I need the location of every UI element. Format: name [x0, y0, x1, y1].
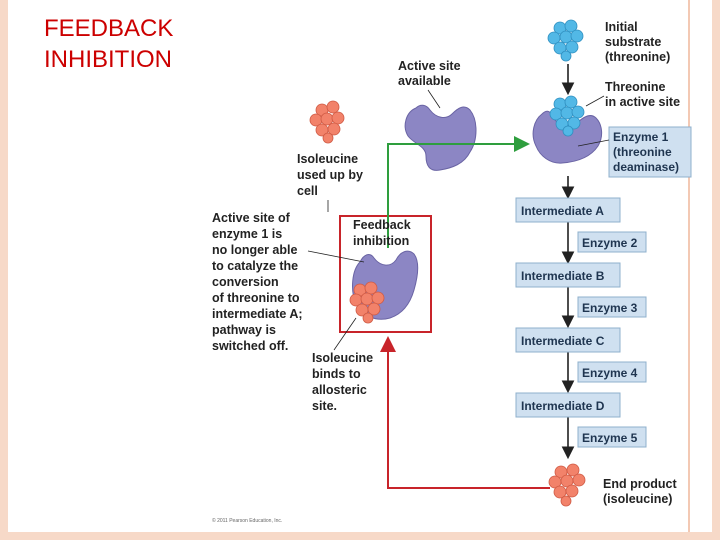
- isoleucine-binds-line-2: binds to: [312, 367, 361, 381]
- no-longer-line-9: switched off.: [212, 339, 288, 353]
- enzyme-5-label: Enzyme 5: [582, 431, 638, 445]
- enzyme-3-box: Enzyme 3: [577, 296, 647, 318]
- active-site-available-line-1: Active site: [398, 59, 461, 73]
- threonine-molecule: [547, 19, 584, 62]
- threonine-in-active-site-label: Threonine in active site: [605, 80, 680, 109]
- slide-border-right: [712, 0, 720, 540]
- slide-border-bottom: [0, 532, 720, 540]
- enzyme-4-box: Enzyme 4: [577, 361, 647, 383]
- isoleucine-used-line-2: used up by: [297, 168, 363, 182]
- slide-title: FEEDBACK INHIBITION: [44, 13, 173, 75]
- pointer-active-site: [427, 89, 441, 109]
- isoleucine-binds-label: Isoleucine binds to allosteric site.: [312, 351, 373, 413]
- initial-substrate-line-2: substrate: [605, 35, 661, 49]
- feedback-inhibition-label: Feedback inhibition: [353, 218, 411, 248]
- end-product-isoleucine-molecule: [548, 463, 586, 507]
- initial-substrate-line-1: Initial: [605, 20, 638, 34]
- intermediate-d-label: Intermediate D: [521, 399, 605, 413]
- feedback-inhibition-line-1: Feedback: [353, 218, 411, 232]
- title-line-2: INHIBITION: [44, 46, 173, 73]
- end-product-line-2: (isoleucine): [603, 492, 672, 506]
- active-site-available-line-2: available: [398, 74, 451, 88]
- pointer-enzyme-1: [577, 139, 610, 147]
- no-longer-line-7: intermediate A;: [212, 307, 303, 321]
- end-product-line-1: End product: [603, 477, 677, 491]
- threonine-in-active-site-molecule: [549, 95, 585, 137]
- intermediate-c-label: Intermediate C: [521, 334, 605, 348]
- title-line-1: FEEDBACK: [44, 15, 174, 42]
- active-site-available-label: Active site available: [398, 59, 461, 88]
- intermediate-a-label: Intermediate A: [521, 204, 604, 218]
- threonine-label-line-1: Threonine: [605, 80, 665, 94]
- intermediate-b-box: Intermediate B: [515, 262, 621, 288]
- slide-border-left: [0, 0, 8, 540]
- initial-substrate-label: Initial substrate (threonine): [605, 20, 670, 64]
- enzyme-5-box: Enzyme 5: [577, 426, 647, 448]
- enzyme-active-site-available-shape: [404, 104, 477, 171]
- no-longer-line-6: of threonine to: [212, 291, 300, 305]
- pointer-active-site-no-longer: [307, 250, 365, 263]
- enzyme-1-label-line-2: (threonine: [613, 145, 672, 159]
- green-activation-arrow: [387, 136, 530, 248]
- enzyme-1-label-line-3: deaminase): [613, 160, 679, 174]
- isoleucine-used-line-3: cell: [297, 184, 318, 198]
- slide-border-line: [688, 0, 690, 540]
- enzyme-1-box: Enzyme 1 (threonine deaminase): [608, 126, 692, 178]
- intermediate-d-box: Intermediate D: [515, 392, 621, 418]
- feedback-inhibition-line-2: inhibition: [353, 234, 409, 248]
- end-product-label: End product (isoleucine): [603, 477, 677, 506]
- isoleucine-used-line-1: Isoleucine: [297, 152, 358, 166]
- initial-substrate-line-3: (threonine): [605, 50, 670, 64]
- isoleucine-bound-molecule: [349, 281, 385, 324]
- isoleucine-used-molecule: [309, 100, 345, 144]
- red-feedback-arrow: [380, 336, 550, 489]
- isoleucine-binds-line-3: allosteric: [312, 383, 367, 397]
- enzyme-1-label-line-1: Enzyme 1: [613, 130, 669, 144]
- pointer-threonine: [585, 95, 605, 107]
- isoleucine-binds-line-1: Isoleucine: [312, 351, 373, 365]
- intermediate-a-box: Intermediate A: [515, 197, 621, 223]
- no-longer-line-1: Active site of: [212, 211, 291, 225]
- no-longer-line-5: conversion: [212, 275, 279, 289]
- no-longer-line-2: enzyme 1 is: [212, 227, 282, 241]
- intermediate-b-label: Intermediate B: [521, 269, 605, 283]
- enzyme-2-label: Enzyme 2: [582, 236, 638, 250]
- active-site-no-longer-label: Active site of enzyme 1 is no longer abl…: [212, 211, 303, 353]
- enzyme-4-label: Enzyme 4: [582, 366, 638, 380]
- copyright-text: © 2011 Pearson Education, Inc.: [212, 517, 282, 524]
- intermediate-c-box: Intermediate C: [515, 327, 621, 353]
- no-longer-line-3: no longer able: [212, 243, 297, 257]
- no-longer-line-4: to catalyze the: [212, 259, 298, 273]
- enzyme-3-label: Enzyme 3: [582, 301, 638, 315]
- isoleucine-binds-line-4: site.: [312, 399, 337, 413]
- isoleucine-used-label: Isoleucine used up by cell: [297, 152, 363, 198]
- pointer-isoleucine-binds: [333, 317, 357, 351]
- no-longer-line-8: pathway is: [212, 323, 276, 337]
- threonine-label-line-2: in active site: [605, 95, 680, 109]
- enzyme-2-box: Enzyme 2: [577, 231, 647, 253]
